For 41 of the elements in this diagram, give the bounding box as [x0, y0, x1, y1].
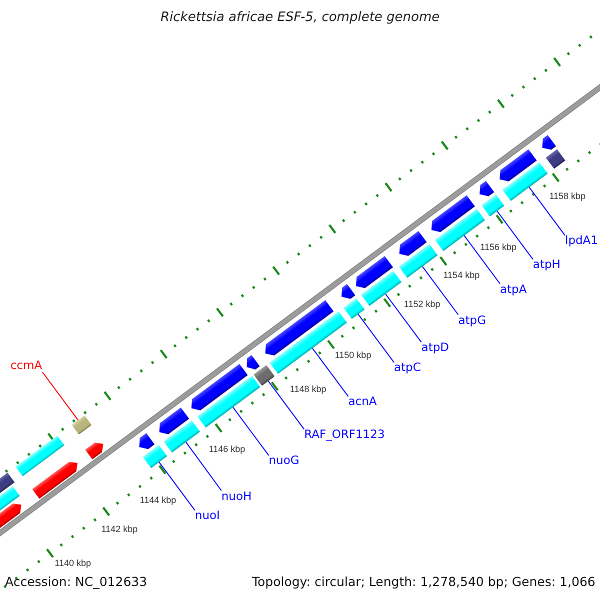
scale-label: 1144 kbp — [140, 496, 176, 506]
scale-label: 1156 kbp — [480, 243, 517, 252]
gene-label: lpdA1 — [565, 235, 598, 247]
scale-label: 1140 kbp — [54, 559, 92, 568]
accession-text: Accession: NC_012633 — [5, 576, 148, 588]
scale-label: 1146 kbp — [208, 444, 246, 454]
leader-line — [268, 380, 305, 430]
map-title: Rickettsia africae ESF-5, complete genome — [160, 11, 440, 24]
leader-line — [186, 442, 222, 492]
gene-block — [361, 270, 402, 306]
scale-label: 1150 kbp — [334, 351, 372, 360]
gene-label: acnA — [348, 396, 377, 408]
scale-label: 1142 kbp — [101, 524, 138, 534]
gene-label: nuoI — [194, 510, 220, 522]
leader-line — [42, 372, 79, 421]
gene-label: nuoG — [268, 455, 300, 467]
leader-line — [358, 314, 394, 363]
leader-line — [385, 294, 422, 343]
gene-label: atpD — [421, 342, 450, 354]
gene-label: atpC — [394, 362, 421, 374]
gene-label: atpH — [532, 259, 560, 271]
scale-label: 1158 kbp — [549, 192, 586, 201]
leader-line — [158, 462, 196, 511]
leader-line — [496, 210, 534, 260]
leader-line — [464, 235, 500, 284]
scale-label: 1148 kbp — [290, 384, 326, 394]
gene-label: atpG — [458, 314, 486, 326]
leader-line — [312, 348, 349, 397]
scale-label: 1154 kbp — [443, 270, 480, 280]
genome-summary-text: Topology: circular; Length: 1,278,540 bp; Genes: 1,066 — [252, 576, 596, 588]
gene-label: atpA — [500, 284, 527, 296]
leader-line — [528, 186, 566, 236]
gene-block — [164, 420, 200, 453]
leader-line — [232, 406, 270, 456]
gene-label: nuoH — [221, 490, 252, 502]
scale-label: 1152 kbp — [404, 300, 440, 309]
gene-block — [254, 365, 275, 386]
leader-line — [422, 266, 459, 316]
gene-label: RAF_ORF1123 — [304, 429, 385, 441]
gene-label: ccmA — [10, 360, 42, 372]
gene-block — [398, 244, 438, 278]
